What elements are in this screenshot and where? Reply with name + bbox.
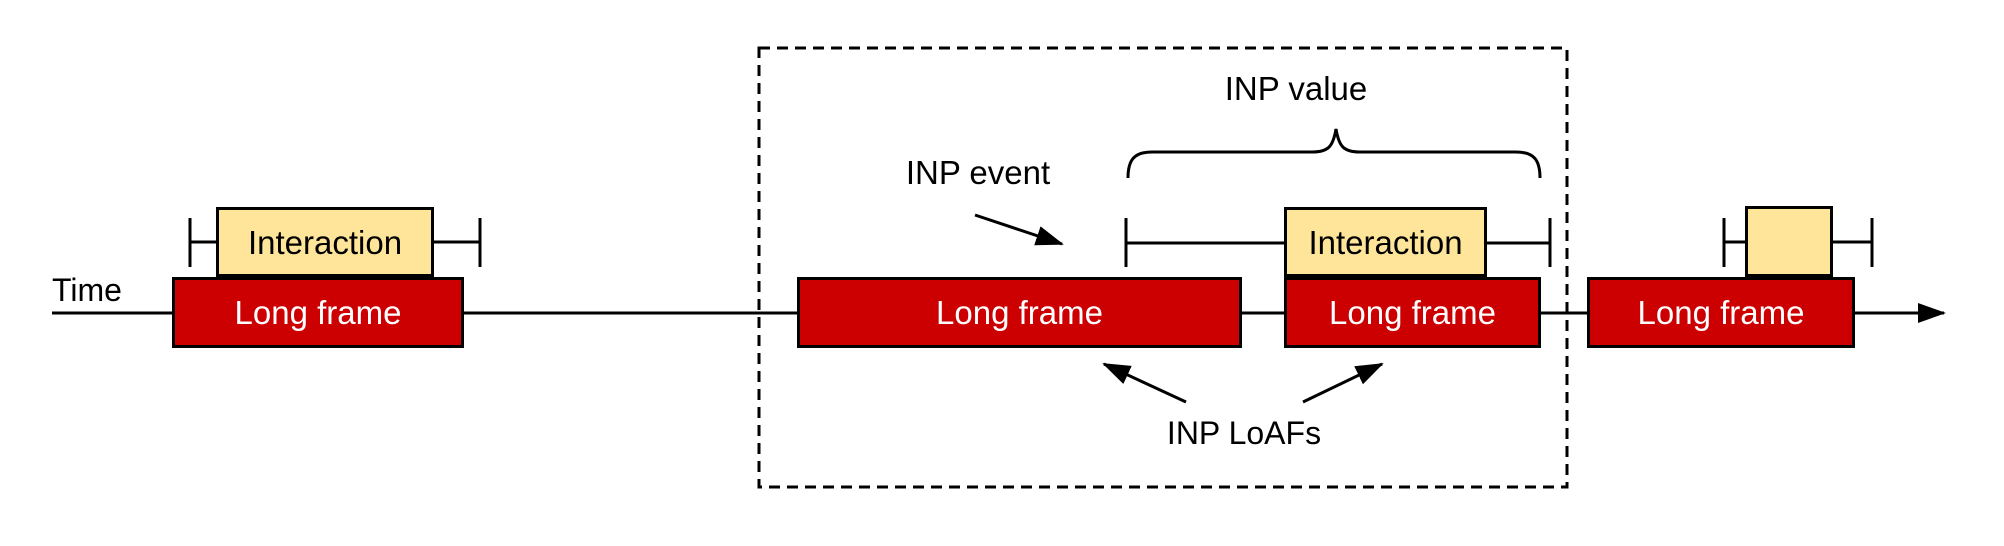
inp-value-brace-icon [1126,128,1542,179]
inp-event-arrow-icon [974,213,1064,246]
interaction-span-1-whiskers [188,218,482,267]
interaction-label: Interaction [247,223,403,261]
dashed-region-border [757,46,1569,489]
long-frame-box-2: Long frame [797,277,1242,348]
inp-value-label: INP value [1224,70,1368,107]
long-frame-label: Long frame [1637,294,1805,331]
interaction-box-3 [1745,206,1833,277]
inp-loaf-arrow-right-icon [1302,362,1384,404]
time-label: Time [52,272,122,308]
long-frame-label: Long frame [1329,294,1496,331]
inp-loafs-label: INP LoAFs [1166,415,1322,451]
interaction-span-3-whiskers [1722,218,1874,267]
interaction-label: Interaction [1308,223,1463,261]
interaction-span-2-whiskers [1124,218,1552,267]
long-frame-box-4: Long frame [1587,277,1855,348]
long-frame-box-3: Long frame [1284,277,1541,348]
interaction-box-2: Interaction [1284,207,1487,277]
inp-loaf-arrow-left-icon [1102,362,1187,404]
inp-event-label: INP event [905,154,1051,191]
long-frame-label: Long frame [234,294,402,331]
interaction-box-1: Interaction [216,207,434,277]
long-frame-box-1: Long frame [172,277,464,348]
long-frame-label: Long frame [936,294,1103,331]
